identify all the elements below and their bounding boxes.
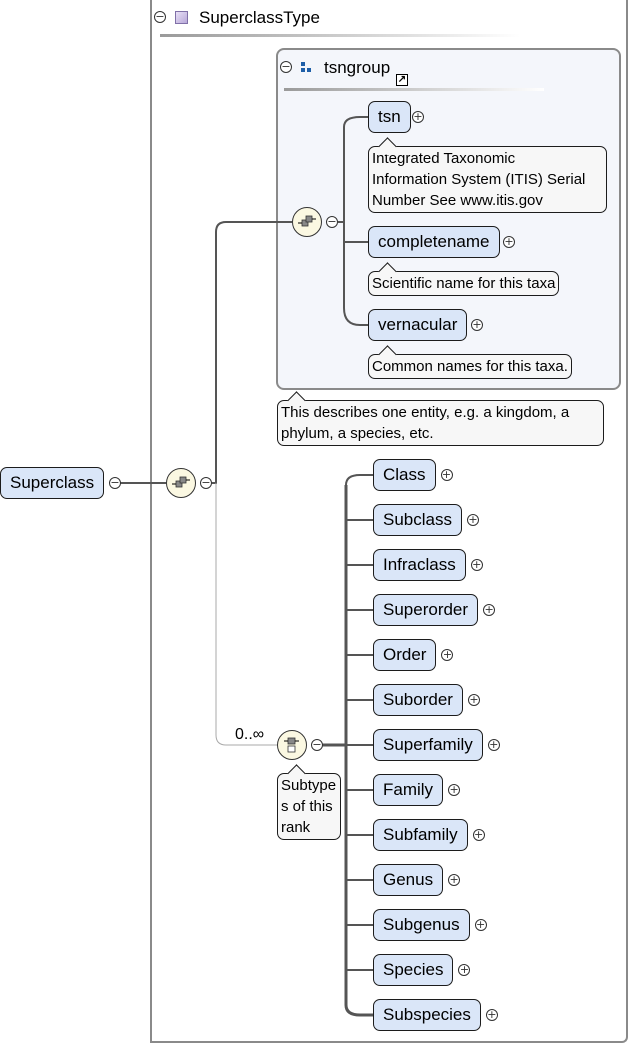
expand-order-button[interactable]: + [441,648,454,661]
annotation-line: Integrated Taxonomic [372,150,516,167]
element-order[interactable]: Order [373,639,437,671]
element-infraclass[interactable]: Infraclass [373,549,466,581]
choice-branches [346,519,373,971]
element-superorder[interactable]: Superorder [373,594,479,626]
expand-species-button[interactable]: + [458,963,471,976]
expand-suborder-button[interactable]: + [467,693,480,706]
reference-arrow-icon[interactable]: ↗ [396,74,408,86]
collapse-sequence-button[interactable]: − [200,476,212,489]
type-header-divider [160,34,520,37]
complex-type-icon [175,11,188,24]
annotation-line: Scientific name for this taxa [372,275,556,292]
element-subgenus[interactable]: Subgenus [373,909,470,941]
collapse-choice-button[interactable]: − [311,738,323,751]
group-icon [300,61,314,75]
element-family[interactable]: Family [373,774,444,806]
group-header-divider [284,88,544,91]
element-species[interactable]: Species [373,954,454,986]
expand-completename-button[interactable]: + [503,235,515,248]
annotation-line: Common names for this taxa. [372,358,568,375]
tsn-annotation: Integrated Taxonomic Information System … [368,146,607,213]
choice-compositor-icon[interactable] [277,730,307,760]
expand-subclass-button[interactable]: + [466,513,479,526]
collapse-group-button[interactable]: − [280,60,292,73]
expand-subspecies-button[interactable]: + [485,1008,498,1021]
expand-infraclass-button[interactable]: + [470,558,483,571]
element-tsn[interactable]: tsn [368,101,411,133]
expand-class-button[interactable]: + [440,468,453,481]
choice-annotation: Subtype s of this rank [277,773,341,840]
element-subclass[interactable]: Subclass [373,504,462,536]
expand-genus-button[interactable]: + [448,873,461,886]
annotation-line: Information System (ITIS) Serial [372,171,586,188]
expand-family-button[interactable]: + [448,783,461,796]
expand-superorder-button[interactable]: + [483,603,496,616]
sequence-compositor-icon[interactable] [166,468,196,498]
annotation-line: rank [281,819,311,836]
collapse-group-sequence-button[interactable]: − [326,215,338,228]
element-suborder[interactable]: Suborder [373,684,463,716]
group-sequence-compositor-icon[interactable] [292,207,322,237]
group-title: tsngroup [324,58,391,77]
element-class[interactable]: Class [373,459,436,491]
element-superfamily[interactable]: Superfamily [373,729,483,761]
type-title: SuperclassType [199,8,320,27]
collapse-root-button[interactable]: − [109,476,121,489]
element-subfamily[interactable]: Subfamily [373,819,468,851]
annotation-line: Subtype [281,777,337,794]
annotation-line: s of this [281,798,333,815]
annotation-line: Number See www.itis.gov [372,192,543,209]
expand-superfamily-button[interactable]: + [487,738,500,751]
element-subspecies[interactable]: Subspecies [373,999,481,1031]
collapse-type-button[interactable]: − [154,10,166,23]
expand-subgenus-button[interactable]: + [474,918,487,931]
element-vernacular[interactable]: vernacular [368,309,468,341]
root-element-superclass[interactable]: Superclass [0,467,105,499]
choice-cardinality: 0..∞ [235,726,265,743]
completename-annotation: Scientific name for this taxa [368,271,560,296]
element-completename[interactable]: completename [368,226,500,258]
expand-tsn-button[interactable]: + [412,110,424,123]
element-genus[interactable]: Genus [373,864,444,896]
vernacular-annotation: Common names for this taxa. [368,354,572,379]
expand-vernacular-button[interactable]: + [471,318,483,331]
group-annotation: This describes one entity, e.g. a kingdo… [277,400,604,446]
expand-subfamily-button[interactable]: + [472,828,485,841]
